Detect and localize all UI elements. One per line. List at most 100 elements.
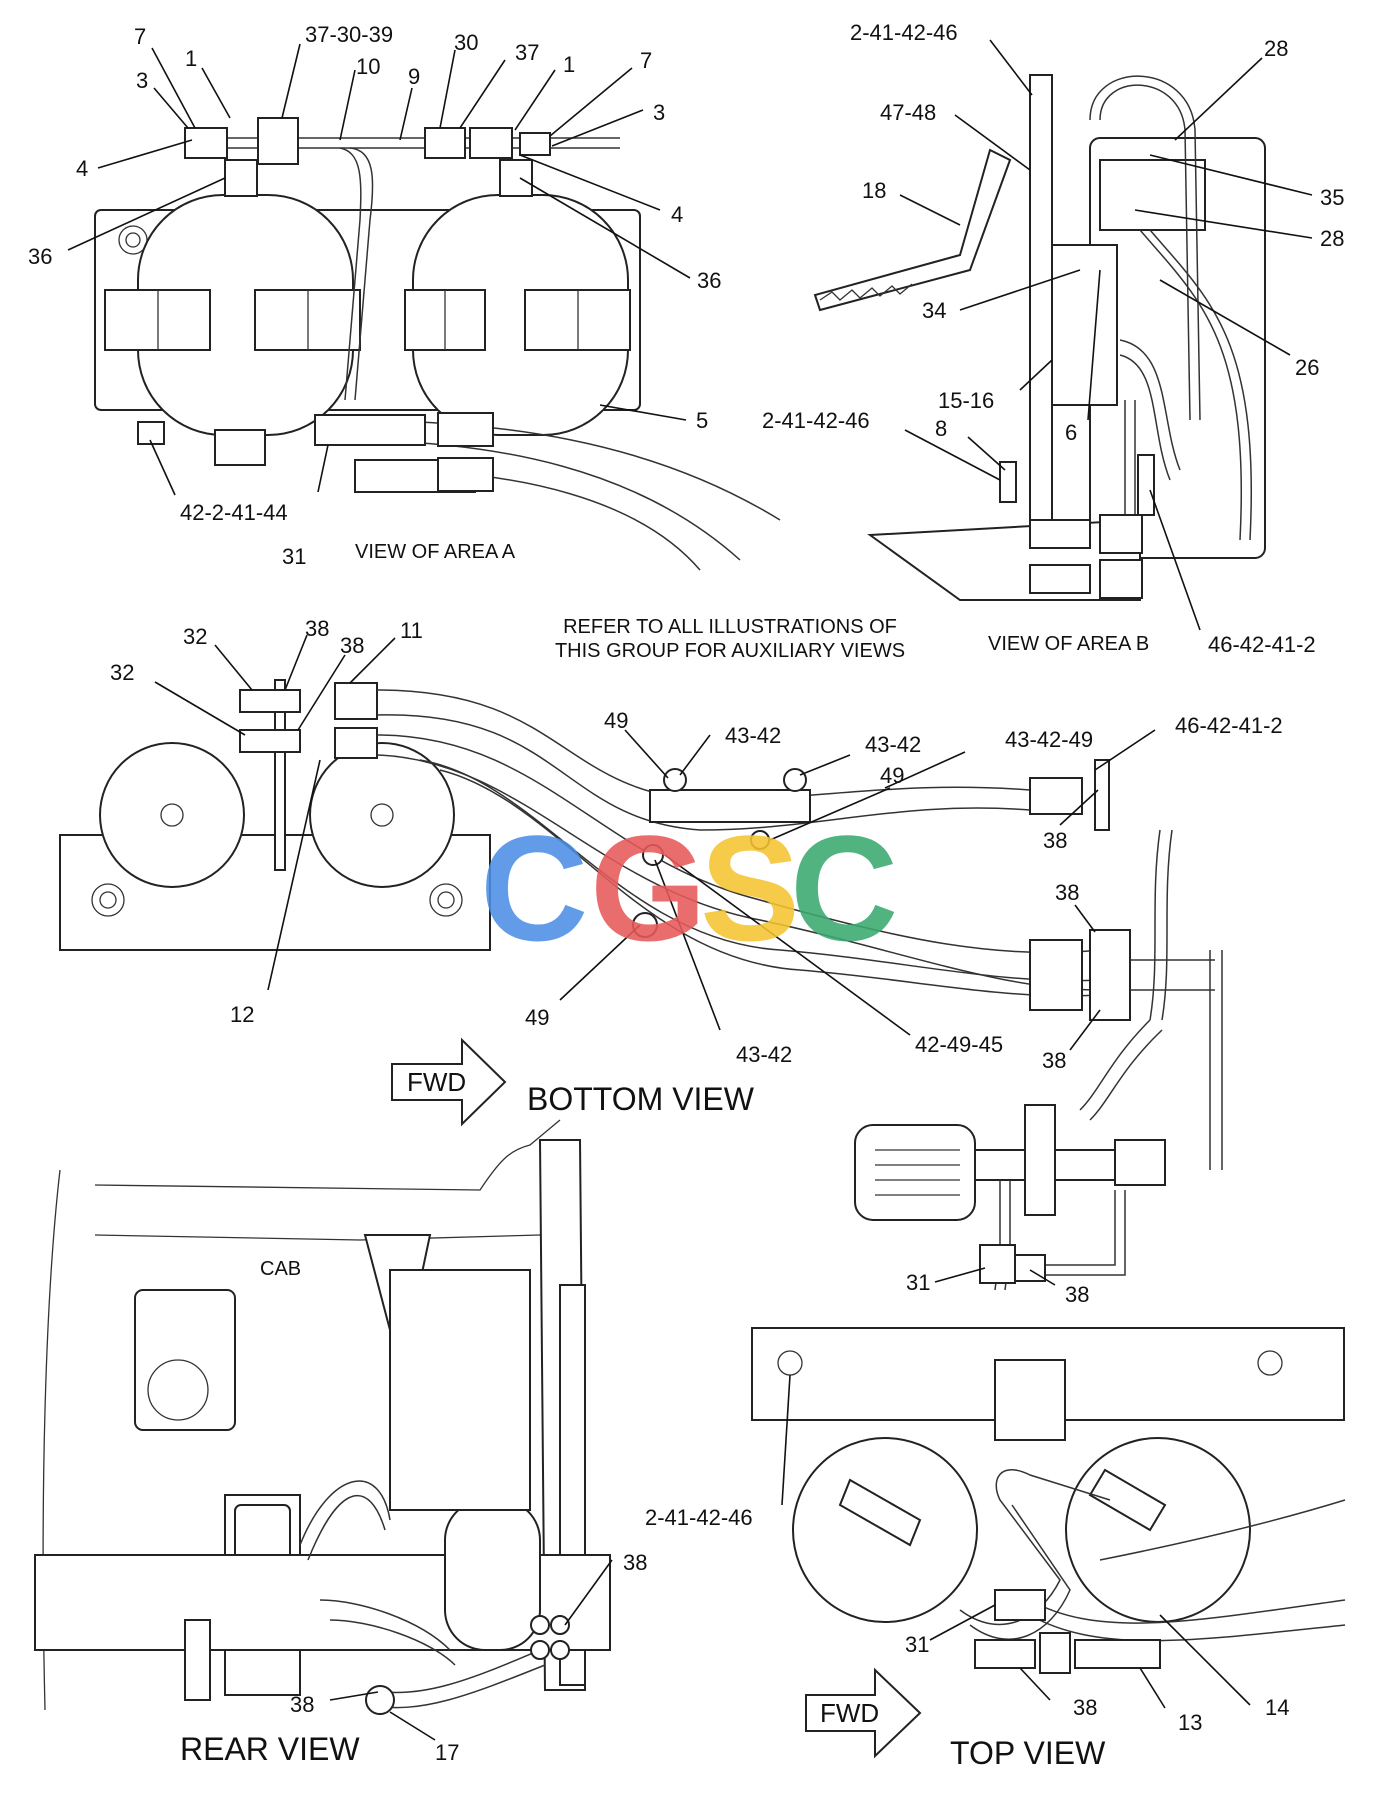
callout: 37-30-39: [305, 22, 393, 47]
callout: 36: [697, 268, 721, 293]
hose-end-13: [1074, 1639, 1161, 1669]
callout: 1: [563, 52, 575, 77]
rear-mount-block: [134, 1289, 236, 1431]
hose-fitting-nut: [437, 412, 494, 447]
clip: [750, 830, 770, 850]
watermark-letter-2: G: [590, 804, 707, 972]
fitting-left: [184, 127, 228, 159]
fitting-38-rear: [530, 1640, 550, 1660]
clip: [632, 912, 658, 938]
valve-b: [1099, 159, 1206, 231]
callout: 2-41-42-46: [850, 20, 958, 45]
accumulator-top-right: [1065, 1437, 1251, 1623]
callout: 49: [880, 763, 904, 788]
callout: 38: [1065, 1282, 1089, 1307]
callout: 43-42: [736, 1042, 792, 1067]
bulkhead-fittings: [1089, 929, 1131, 1021]
fitting-31-top: [994, 1589, 1046, 1621]
callout: 28: [1264, 36, 1288, 61]
fwd-label-bottom: FWD: [407, 1067, 466, 1097]
callout: 28: [1320, 226, 1344, 251]
accumulator-end-left: [99, 742, 245, 888]
callout: 8: [935, 416, 947, 441]
callout: 4: [76, 156, 88, 181]
hose-loop: [365, 1685, 395, 1715]
fwd-label-top: FWD: [820, 1698, 879, 1728]
valve-stack-rear: [389, 1269, 531, 1511]
callout: 18: [862, 178, 886, 203]
fitting-38-top: [974, 1639, 1036, 1669]
bracket-plate: [274, 679, 286, 871]
callout: 17: [435, 1740, 459, 1765]
callout: 6: [1065, 420, 1077, 445]
note-line-1: REFER TO ALL ILLUSTRATIONS OF: [563, 616, 897, 638]
callout: 43-42: [865, 732, 921, 757]
callout: 49: [604, 708, 628, 733]
callout: 38: [290, 1692, 314, 1717]
view-caption: REAR VIEW: [180, 1731, 360, 1767]
callout: 38: [1055, 880, 1079, 905]
fitting-31: [979, 1244, 1016, 1284]
callout: 42-49-45: [915, 1032, 1003, 1057]
callout: 2-41-42-46: [645, 1505, 753, 1530]
callout: 38: [340, 633, 364, 658]
callout: 30: [454, 30, 478, 55]
callout: 13: [1178, 1710, 1202, 1735]
view-caption: BOTTOM VIEW: [527, 1081, 755, 1117]
callout: 10: [356, 54, 380, 79]
fitting-32: [239, 689, 301, 713]
callout: 46-42-41-2: [1175, 713, 1283, 738]
callout: 35: [1320, 185, 1344, 210]
view-caption: TOP VIEW: [950, 1735, 1106, 1771]
view-caption: VIEW OF AREA B: [988, 633, 1149, 655]
callout: 1: [185, 46, 197, 71]
callout: 32: [110, 660, 134, 685]
fitting-38-rear: [550, 1615, 570, 1635]
callout: 7: [134, 24, 146, 49]
callout: 31: [282, 544, 306, 569]
clip: [642, 844, 664, 866]
clip-bar: [649, 789, 811, 823]
callout: 3: [136, 68, 148, 93]
bottom-view: 32 38 38 11 32 49 43-42 43-42 43-42-49 4…: [59, 616, 1283, 1307]
hose-end: [1029, 777, 1083, 815]
callout: 42-2-41-44: [180, 500, 288, 525]
hose-fitting-nut: [437, 457, 494, 492]
note-line-2: THIS GROUP FOR AUXILIARY VIEWS: [555, 640, 905, 662]
callout: 43-42-49: [1005, 727, 1093, 752]
watermark: C G S C: [480, 804, 898, 972]
rear-view: 38 38 17 CAB REAR VIEW: [34, 1119, 647, 1767]
callout: 9: [408, 64, 420, 89]
fwd-arrow-top: [805, 1667, 922, 1759]
accumulator-rear: [444, 1499, 541, 1651]
callout: 46-42-41-2: [1208, 632, 1316, 657]
mount-plate-b: [1029, 74, 1053, 546]
callout: 31: [906, 1270, 930, 1295]
callout: 3: [653, 100, 665, 125]
callout: 12: [230, 1002, 254, 1027]
bolt-46: [1137, 454, 1155, 516]
hose-fitting-b: [1029, 564, 1091, 594]
fwd-arrow-bottom: [391, 1037, 507, 1127]
callout: 14: [1265, 1695, 1289, 1720]
fitting-nut-top: [1039, 1632, 1071, 1674]
view-area-a: 7 1 3 4 36 37-30-39 10 9 30 37 1 7 3 4 3…: [28, 22, 781, 571]
callout: 15-16: [938, 388, 994, 413]
callout: 49: [525, 1005, 549, 1030]
bolt-8: [999, 461, 1017, 503]
callout: 34: [922, 298, 946, 323]
clip: [783, 768, 807, 792]
brake-pedal: [813, 148, 1012, 312]
watermark-letter-4: C: [790, 804, 898, 972]
callout: 32: [183, 624, 207, 649]
view-caption: VIEW OF AREA A: [355, 541, 516, 563]
fitting-38-rear: [550, 1640, 570, 1660]
valve-body-b: [1051, 244, 1118, 406]
callout: 31: [905, 1632, 929, 1657]
fitting-32: [239, 729, 301, 753]
hose-fitting: [314, 414, 426, 446]
callout: 5: [696, 408, 708, 433]
bulkhead-plate: [1094, 759, 1110, 831]
